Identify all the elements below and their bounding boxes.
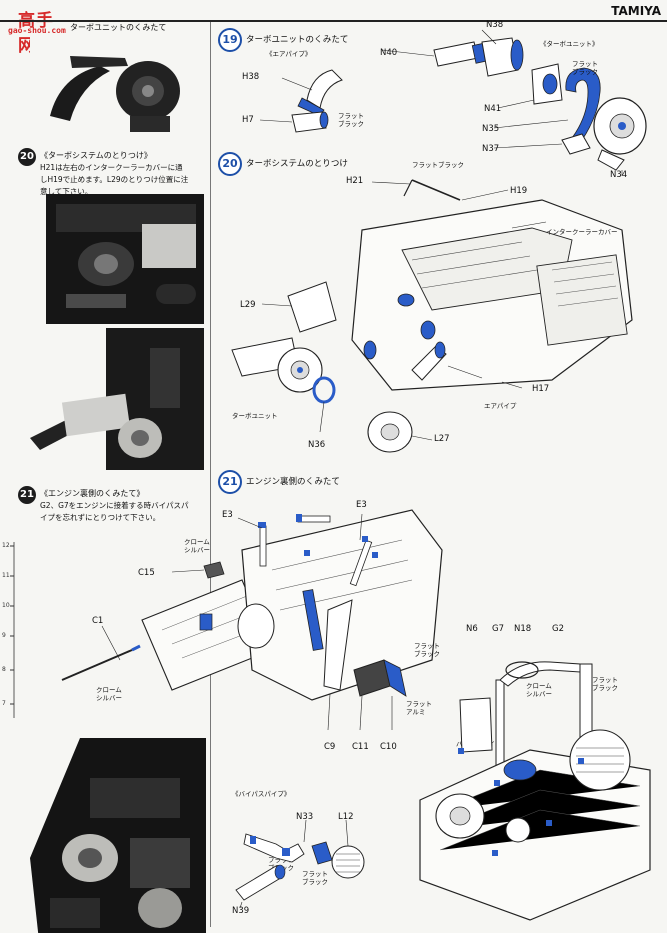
label-c9: C9 [324, 742, 336, 752]
bypass-pipe-assembly-drawing [235, 819, 365, 909]
label-n6: N6 [466, 624, 478, 634]
label-c1: C1 [92, 616, 104, 626]
label-h7: H7 [242, 115, 254, 125]
label-n34: N34 [610, 170, 628, 180]
column-divider [210, 22, 211, 927]
label-h17: H17 [532, 384, 550, 394]
label-e3-right: E3 [356, 500, 367, 510]
label-n41: N41 [484, 104, 502, 114]
label-e3-left: E3 [222, 510, 233, 520]
step21-title: エンジン裏側のくみたて [246, 477, 340, 487]
step19-air-pipe-note: 《エアパイプ》 [266, 50, 312, 58]
brand-title: TAMIYA [611, 4, 661, 18]
turbo-installation-photo [46, 194, 204, 324]
label-n33: N33 [296, 812, 314, 822]
label-n38: N38 [486, 20, 504, 30]
ruler-tick-11: 11 [2, 572, 10, 579]
step19-badge: 19 [218, 28, 242, 52]
flat-black-note-a: フラットブラック [414, 642, 440, 658]
turbo-unit-photo [30, 36, 200, 146]
measurement-ruler: 12 11 10 9 8 7 [0, 540, 18, 720]
bypass-engine-drawing [419, 661, 651, 921]
label-g2: G2 [552, 624, 564, 634]
step20-engine-drawing [231, 179, 633, 453]
flat-black-note-d: フラットブラック [302, 870, 328, 886]
label-l29: L29 [240, 300, 256, 310]
label-n40: N40 [380, 48, 398, 58]
watermark-url: gao-shou.com [8, 26, 66, 35]
label-h19: H19 [510, 186, 528, 196]
left-step21-body: G2、G7をエンジンに接着する時バイパスパイプを忘れずにとりつけて下さい。 [40, 501, 189, 522]
label-h21: H21 [346, 176, 364, 186]
intercooler-cover-note: インタークーラーカバー [546, 228, 618, 236]
label-n35: N35 [482, 124, 500, 134]
step20-turbo-unit-note: ターボユニット [232, 412, 278, 420]
label-n18: N18 [514, 624, 532, 634]
label-n39: N39 [232, 906, 250, 916]
left-step20-body: H21は左右のインタークーラーカバーに通しH19で止めます。L29のとりつけ位置… [40, 163, 189, 196]
engine-underside-photo [30, 738, 206, 933]
label-l12: L12 [338, 812, 354, 822]
label-n36: N36 [308, 440, 326, 450]
label-g7: G7 [492, 624, 504, 634]
label-c10: C10 [380, 742, 397, 752]
left-step21-badge: 21 [18, 486, 36, 504]
ruler-tick-10: 10 [2, 602, 10, 609]
flat-black-note-b: フラットブラック [592, 676, 618, 692]
ruler-tick-7: 7 [2, 700, 6, 707]
label-c15: C15 [138, 568, 155, 578]
step19-flat-black-note-1: フラットブラック [338, 112, 364, 128]
chrome-silver-note-3: クロームシルバー [526, 682, 552, 698]
left-step20-title: 《ターボシステムのとりつけ》 [40, 151, 152, 160]
ruler-tick-8: 8 [2, 666, 6, 673]
label-h38: H38 [242, 72, 260, 82]
step21-badge: 21 [218, 470, 242, 494]
chrome-silver-note-1: クロームシルバー [184, 538, 210, 554]
step19-title: ターボユニットのくみたて [246, 35, 349, 45]
label-n37: N37 [482, 144, 500, 154]
label-c11: C11 [352, 742, 369, 752]
header-rule [0, 20, 667, 22]
chrome-silver-note-2: クロームシルバー [96, 686, 122, 702]
step20-air-pipe-note: エアパイプ [484, 402, 517, 410]
step20-flat-black-note: フラットブラック [412, 161, 464, 169]
step20-badge: 20 [218, 152, 242, 176]
step21-engine-drawing [61, 509, 443, 731]
label-l27: L27 [434, 434, 450, 444]
step19-drawing [259, 29, 647, 176]
left-photo-column: ターボユニットのくみたて 20 《ターボシステムのとりつけ》 H21は左右のイン… [0, 22, 206, 933]
bypass-pipe-box-note: 《バイパスパイプ》 [232, 790, 291, 798]
left-step20-badge: 20 [18, 148, 36, 166]
intercooler-photo [20, 328, 204, 470]
left-step21-title: 《エンジン裏側のくみたて》 [40, 489, 145, 498]
ruler-tick-12: 12 [2, 542, 10, 549]
flat-aluminum-note: フラットアルミ [406, 700, 432, 716]
step19-turbo-unit-note: 《ターボユニット》 [540, 40, 599, 48]
step19-flat-black-note-2: フラットブラック [572, 60, 598, 76]
step20-title: ターボシステムのとりつけ [246, 159, 348, 169]
ruler-tick-9: 9 [2, 632, 6, 639]
turbo-assembly-caption: ターボユニットのくみたて [70, 23, 167, 32]
